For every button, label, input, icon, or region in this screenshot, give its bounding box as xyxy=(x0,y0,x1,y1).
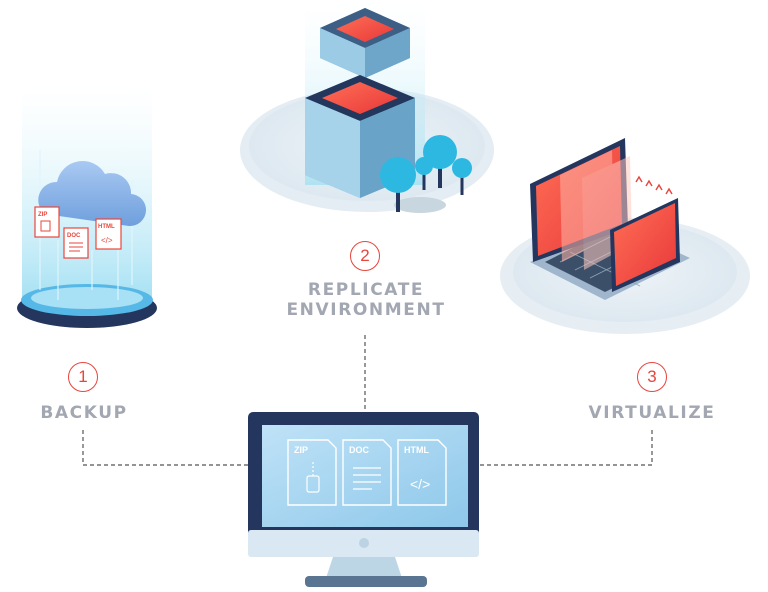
backup-doc-label: DOC xyxy=(67,233,81,239)
doc-file-icon: DOC xyxy=(63,227,89,259)
step-1-number: 1 xyxy=(68,362,98,392)
tree-icon xyxy=(380,135,472,213)
cloud-icon xyxy=(38,161,147,227)
monitor-doc-label: DOC xyxy=(349,445,370,455)
server-stack-icon xyxy=(305,8,415,198)
step-2-label-line1: REPLICATE xyxy=(307,280,425,300)
zip-file-icon: ZIP xyxy=(34,206,60,238)
monitor-html-file-icon: HTML </> xyxy=(397,439,447,506)
step-3-label: VIRTUALIZE xyxy=(588,403,716,423)
backup-code-glyph: </> xyxy=(101,236,113,245)
step-2-number: 2 xyxy=(350,241,380,271)
monitor-icon xyxy=(248,412,479,587)
backup-html-label: HTML xyxy=(98,224,115,230)
monitor-zip-file-icon: ZIP xyxy=(287,439,337,506)
step-2-label-line2: ENVIRONMENT xyxy=(286,300,446,320)
monitor-zip-label: ZIP xyxy=(294,445,308,455)
monitor-code-glyph: </> xyxy=(410,476,430,492)
backup-zip-label: ZIP xyxy=(38,212,47,218)
step-1-label: BACKUP xyxy=(40,403,128,423)
connector-lines xyxy=(82,335,653,466)
laptop-icon xyxy=(530,138,690,300)
monitor-doc-file-icon: DOC xyxy=(342,439,392,506)
html-file-icon: HTML </> xyxy=(95,218,122,250)
step-3-number: 3 xyxy=(637,362,667,392)
monitor-html-label: HTML xyxy=(404,445,429,455)
